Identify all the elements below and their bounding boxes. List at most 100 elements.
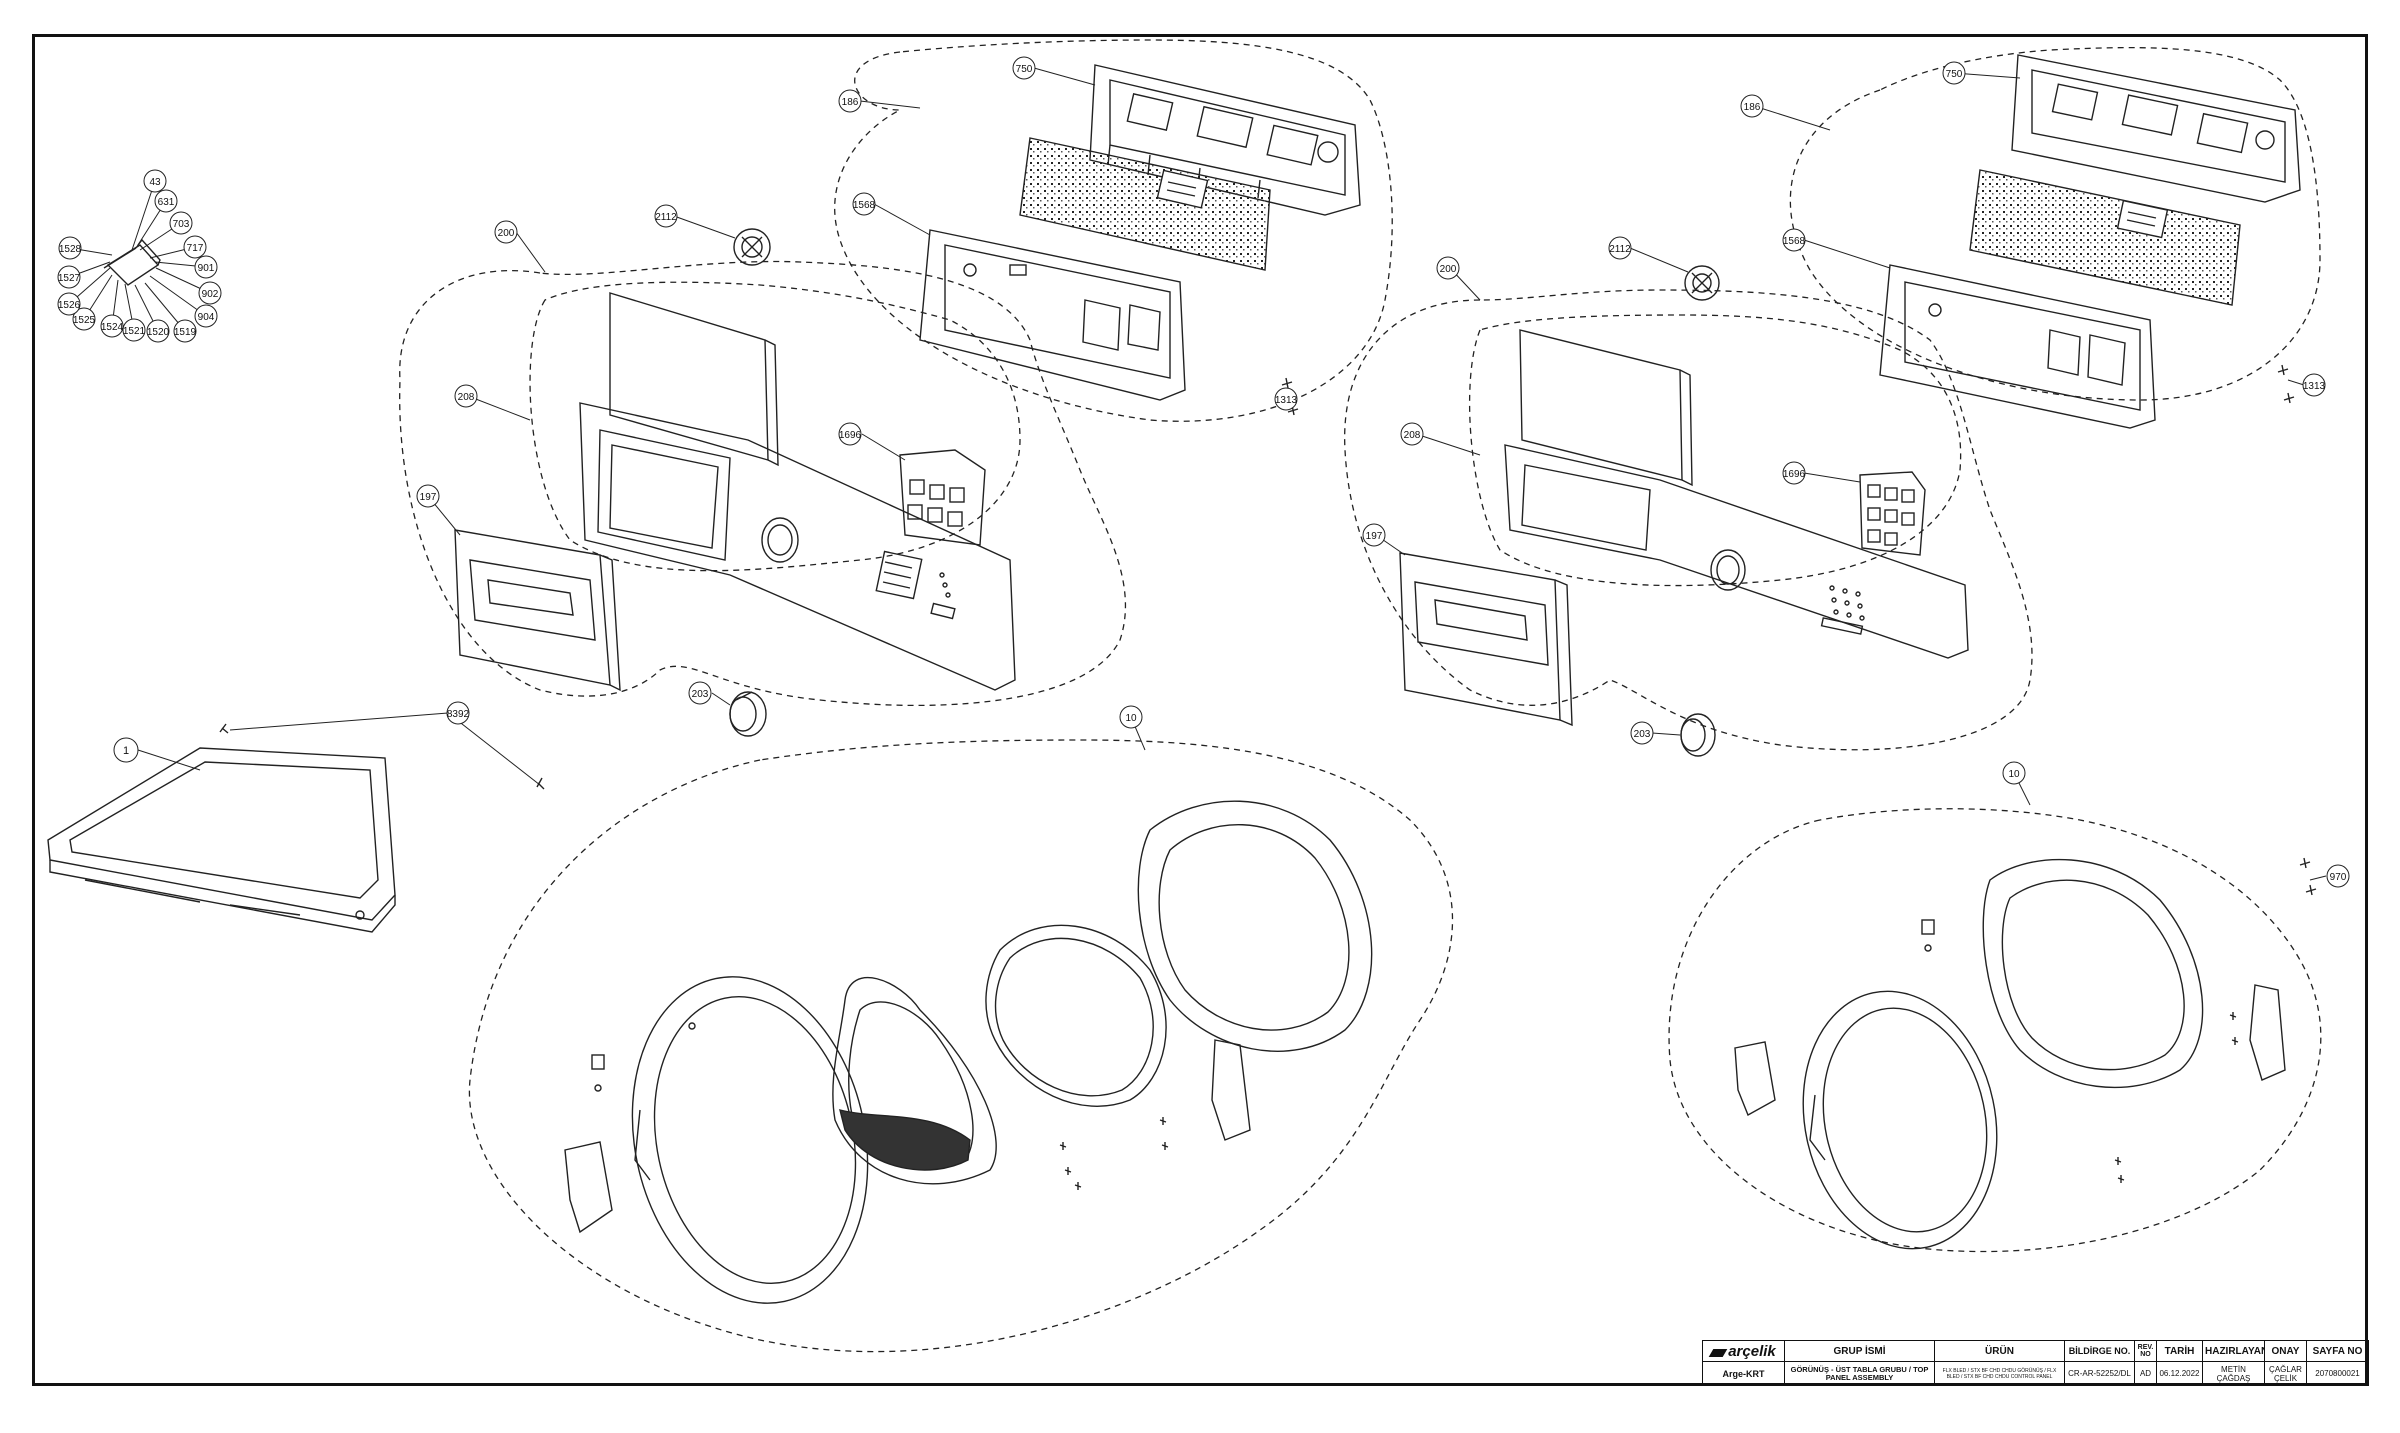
callout-208: 208 — [454, 384, 478, 408]
door-handle-left — [564, 1141, 613, 1234]
svg-text:1568: 1568 — [853, 200, 876, 211]
header-group: GRUP İSMİ — [1784, 1339, 1935, 1363]
assembly-group-outlines — [399, 39, 2322, 1353]
callout-750-right: 750 — [1942, 61, 1966, 85]
door-glass-left — [832, 976, 997, 1185]
svg-text:197: 197 — [420, 492, 437, 503]
value-date: 06.12.2022 — [2156, 1361, 2203, 1386]
door-inner-frame-right — [1982, 858, 2204, 1089]
button-block-1696 — [899, 449, 986, 546]
callout-1524: 1524 — [100, 314, 124, 338]
svg-text:1521: 1521 — [123, 326, 146, 337]
brand-code: Arge-KRT — [1702, 1361, 1785, 1386]
svg-text:208: 208 — [1404, 430, 1421, 441]
header-prepared: HAZIRLAYAN — [2202, 1339, 2265, 1363]
header-product: ÜRÜN — [1934, 1339, 2065, 1363]
callout-10-right: 10 — [2002, 761, 2026, 785]
svg-text:717: 717 — [187, 243, 204, 254]
svg-text:186: 186 — [842, 97, 859, 108]
callout-1313-right: 1313 — [2302, 373, 2326, 397]
header-rev: REV. NO — [2134, 1339, 2157, 1363]
svg-text:10: 10 — [2008, 769, 2020, 780]
small-screws-right — [2114, 1012, 2239, 1183]
callout-2112: 2112 — [654, 204, 678, 228]
callout-902: 902 — [198, 281, 222, 305]
callout-1521: 1521 — [122, 318, 146, 342]
value-prepared: METİN ÇAĞDAŞ — [2202, 1361, 2265, 1386]
control-frame-208 — [579, 402, 1016, 691]
drawing-border — [32, 34, 2368, 1386]
svg-text:1526: 1526 — [58, 300, 81, 311]
pcb-base-1568 — [919, 229, 1186, 401]
door-outer-ring-right — [1802, 990, 1998, 1250]
svg-text:186: 186 — [1744, 102, 1761, 113]
callout-8392: 8392 — [446, 701, 470, 725]
brand-logo-mark — [1708, 1349, 1728, 1358]
pcb-board-right — [1969, 169, 2241, 306]
svg-text:904: 904 — [198, 312, 215, 323]
callout-904: 904 — [194, 304, 218, 328]
hinge-right — [2249, 984, 2286, 1081]
callout-970-right: 970 — [2326, 864, 2350, 888]
callout-1528: 1528 — [58, 236, 82, 260]
svg-text:203: 203 — [1634, 729, 1651, 740]
svg-text:200: 200 — [498, 228, 515, 239]
header-approved: ONAY — [2264, 1339, 2307, 1363]
svg-text:750: 750 — [1946, 69, 1963, 80]
knob-part-203 — [729, 691, 767, 737]
screws-1313-right — [2277, 364, 2295, 404]
small-screws-left — [1059, 1117, 1169, 1190]
svg-text:2112: 2112 — [655, 212, 677, 223]
svg-text:1520: 1520 — [147, 327, 170, 338]
svg-text:1524: 1524 — [101, 322, 124, 333]
header-page: SAYFA NO — [2306, 1339, 2369, 1363]
callout-200-right: 200 — [1436, 256, 1460, 280]
svg-text:203: 203 — [692, 689, 709, 700]
callout-901: 901 — [194, 255, 218, 279]
svg-text:631: 631 — [158, 197, 175, 208]
encoder-part-2112-right — [1684, 265, 1720, 301]
control-frame-208-right — [1504, 444, 1969, 659]
brand-logo: arçelik — [1702, 1339, 1785, 1363]
callout-1525: 1525 — [72, 307, 96, 331]
callout-1526: 1526 — [57, 292, 81, 316]
callout-1568-right: 1568 — [1782, 228, 1806, 252]
pcb-carrier-750-right — [2011, 54, 2301, 203]
svg-text:197: 197 — [1366, 531, 1383, 542]
header-date: TARİH — [2156, 1339, 2203, 1363]
door-handle-right — [1734, 1041, 1776, 1116]
svg-text:1527: 1527 — [58, 273, 81, 284]
callout-197-right: 197 — [1362, 523, 1386, 547]
lock-part-right — [1921, 919, 1935, 952]
callout-43: 43 — [143, 169, 167, 193]
svg-text:1525: 1525 — [73, 315, 96, 326]
callout-1313: 1313 — [1274, 387, 1298, 411]
svg-text:902: 902 — [202, 289, 219, 300]
screw-parts — [219, 723, 545, 790]
label-sheet — [103, 238, 161, 286]
svg-text:1: 1 — [123, 745, 129, 757]
svg-text:1696: 1696 — [1783, 469, 1806, 480]
callout-703: 703 — [169, 211, 193, 235]
callout-200: 200 — [494, 220, 518, 244]
callout-631: 631 — [154, 189, 178, 213]
callout-1527: 1527 — [57, 265, 81, 289]
callout-1696: 1696 — [838, 422, 862, 446]
callout-1696-right: 1696 — [1782, 461, 1806, 485]
callout-197: 197 — [416, 484, 440, 508]
encoder-part-2112 — [733, 228, 771, 266]
callout-1520: 1520 — [146, 319, 170, 343]
value-group: GÖRÜNÜŞ - ÜST TABLA GRUBU / TOP PANEL AS… — [1784, 1361, 1935, 1386]
svg-text:2112: 2112 — [1609, 244, 1631, 255]
part-drawings — [47, 54, 2317, 1304]
callout-10: 10 — [1119, 705, 1143, 729]
callout-1568: 1568 — [852, 192, 876, 216]
pcb-board-left — [1019, 137, 1271, 271]
drawer-panel-197 — [454, 529, 621, 692]
callout-bubbles: 43 631 703 717 901 902 904 1519 1520 152… — [57, 56, 2350, 888]
svg-text:1696: 1696 — [839, 430, 862, 441]
lock-part-left — [591, 1022, 696, 1092]
drawer-panel-197-right — [1399, 552, 1573, 727]
